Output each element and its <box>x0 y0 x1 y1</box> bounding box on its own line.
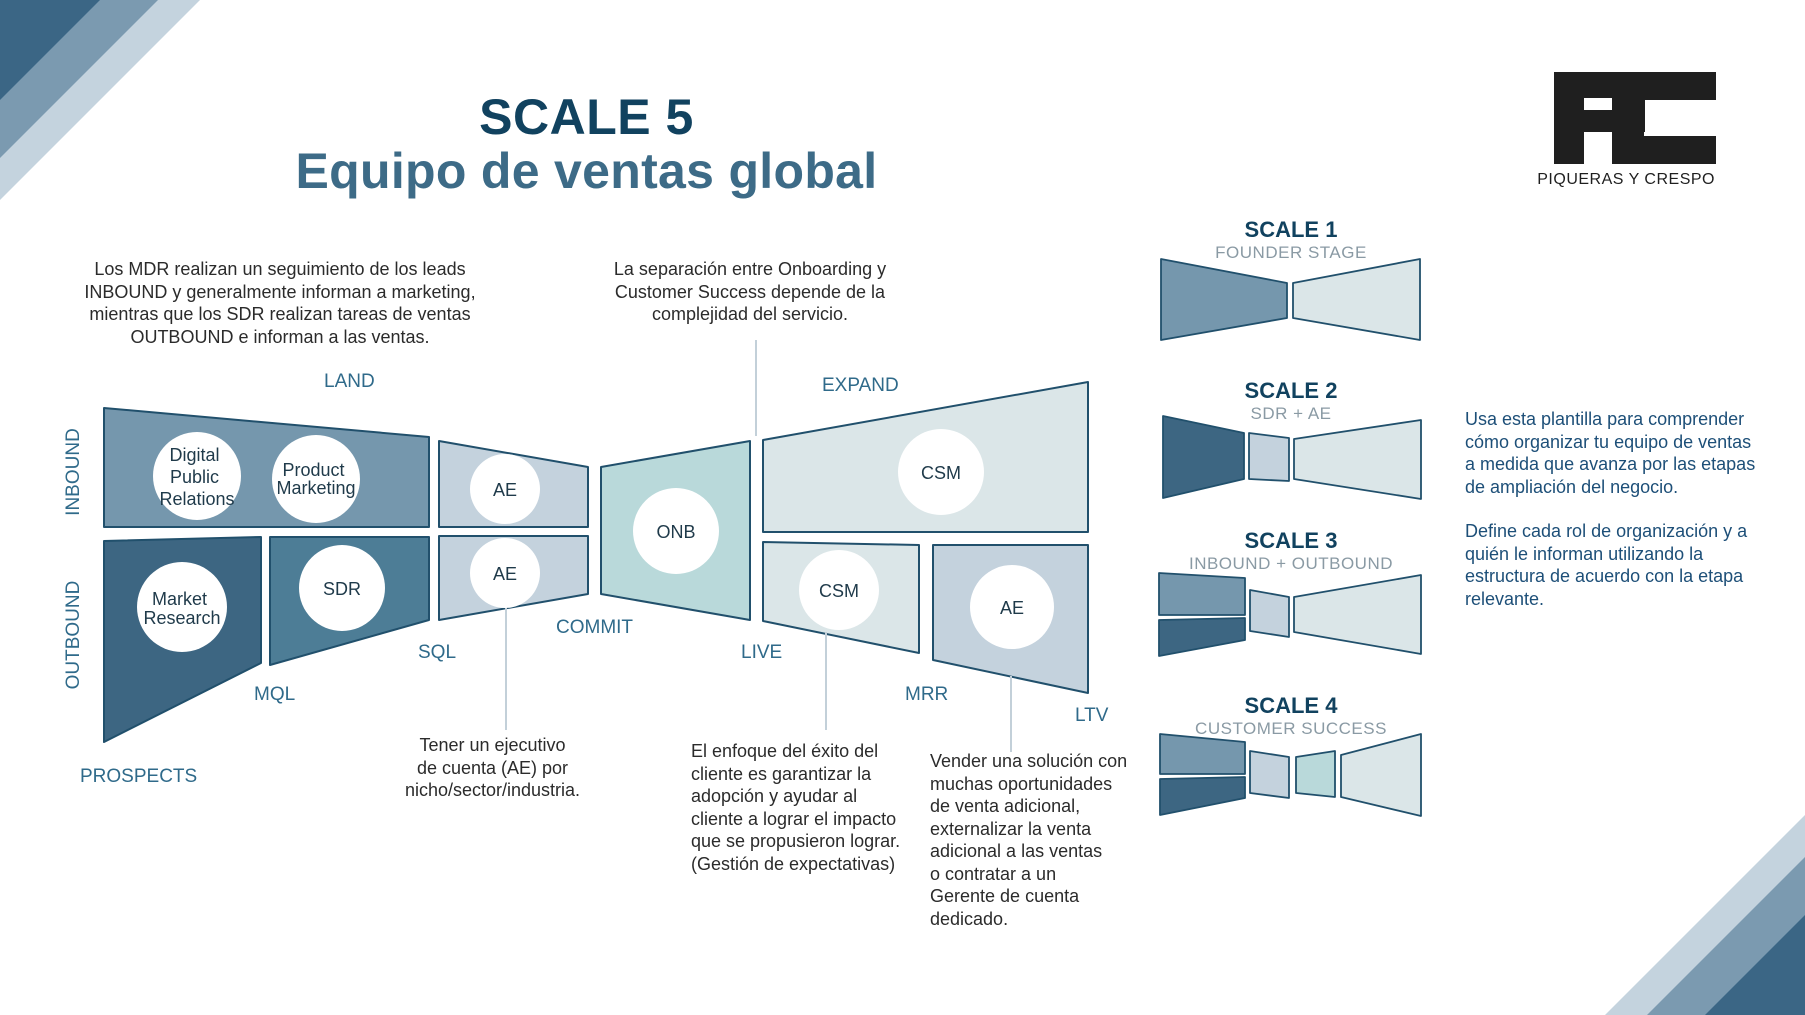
stage-live: LIVE <box>741 642 783 663</box>
label-onb: ONB <box>656 522 695 542</box>
corner-stripes-bottom-right <box>1605 815 1805 1015</box>
scale2-right <box>1293 419 1422 500</box>
circle-csm-live <box>799 550 879 630</box>
stage-commit: COMMIT <box>556 617 634 638</box>
scale4-title: SCALE 4 <box>1244 693 1338 718</box>
label-market-research: Market Research <box>143 589 220 628</box>
note-csm-focus: El enfoque del éxito del cliente es gara… <box>691 741 901 874</box>
label-product-marketing: Product Marketing <box>276 460 355 498</box>
scale3-mid <box>1249 589 1290 638</box>
label-ae-mrr: AE <box>1000 598 1024 618</box>
stage-mrr: MRR <box>905 684 949 705</box>
circle-ae-mrr <box>970 565 1054 649</box>
scale4-bottom-left <box>1159 776 1246 816</box>
scale2-title: SCALE 2 <box>1244 378 1338 403</box>
scale4-onb <box>1295 750 1336 798</box>
scale3-title: SCALE 3 <box>1244 528 1338 553</box>
corner-stripes-top-left <box>0 0 200 200</box>
label-ae-inbound: AE <box>493 480 517 500</box>
scale1-title: SCALE 1 <box>1244 217 1338 242</box>
stage-sql: SQL <box>418 642 457 663</box>
scale4-mid <box>1249 750 1290 799</box>
scale2-subtitle: SDR + AE <box>1250 404 1332 423</box>
description-para2: Define cada rol de organización y a quié… <box>1465 521 1748 609</box>
circle-digital-pr <box>153 432 241 520</box>
scale3-subtitle: INBOUND + OUTBOUND <box>1188 554 1394 573</box>
stage-ltv: LTV <box>1075 705 1109 726</box>
scale2-left <box>1162 415 1245 499</box>
note-mdr-sdr: Los MDR realizan un seguimiento de los l… <box>84 259 476 347</box>
note-upsell: Vender una solución con muchas oportunid… <box>930 751 1128 929</box>
scale1-left <box>1160 258 1288 341</box>
circle-onb <box>633 488 719 574</box>
circle-sdr <box>299 545 385 631</box>
circle-ae-outbound <box>470 538 540 608</box>
circle-market-research <box>137 562 227 652</box>
circle-csm-expand <box>898 429 984 515</box>
page-subtitle: Equipo de ventas global <box>295 143 878 199</box>
stage-expand: EXPAND <box>822 375 899 396</box>
label-csm-expand: CSM <box>921 463 961 483</box>
description-para1: Usa esta plantilla para comprender cómo … <box>1465 409 1756 497</box>
note-ae-niche: Tener un ejecutivo de cuenta (AE) por ni… <box>404 735 581 800</box>
logo-brand-name: PIQUERAS Y CRESPO <box>1537 171 1715 188</box>
stage-prospects: PROSPECTS <box>80 766 198 787</box>
note-onboarding: La separación entre Onboarding y Custome… <box>613 259 887 324</box>
label-sdr: SDR <box>323 579 361 599</box>
scale2-mid <box>1248 432 1290 482</box>
page-title: SCALE 5 <box>479 89 694 145</box>
label-csm-live: CSM <box>819 581 859 601</box>
stage-mql: MQL <box>254 684 296 705</box>
scale1-right <box>1292 258 1421 341</box>
label-ae-outbound: AE <box>493 564 517 584</box>
scale3-right <box>1293 574 1422 655</box>
scale4-right <box>1340 733 1422 817</box>
scale4-top-left <box>1159 733 1246 775</box>
circle-ae-inbound <box>470 454 540 524</box>
label-digital-pr: Digital Public Relations <box>159 445 234 509</box>
scale3-top-left <box>1158 572 1246 616</box>
circle-product-marketing <box>272 435 360 523</box>
pc-logo-icon <box>1554 72 1716 164</box>
stage-land: LAND <box>324 371 375 392</box>
scale4-subtitle: CUSTOMER SUCCESS <box>1195 719 1387 738</box>
scale3-bottom-left <box>1158 617 1246 657</box>
scale1-subtitle: FOUNDER STAGE <box>1215 243 1367 262</box>
